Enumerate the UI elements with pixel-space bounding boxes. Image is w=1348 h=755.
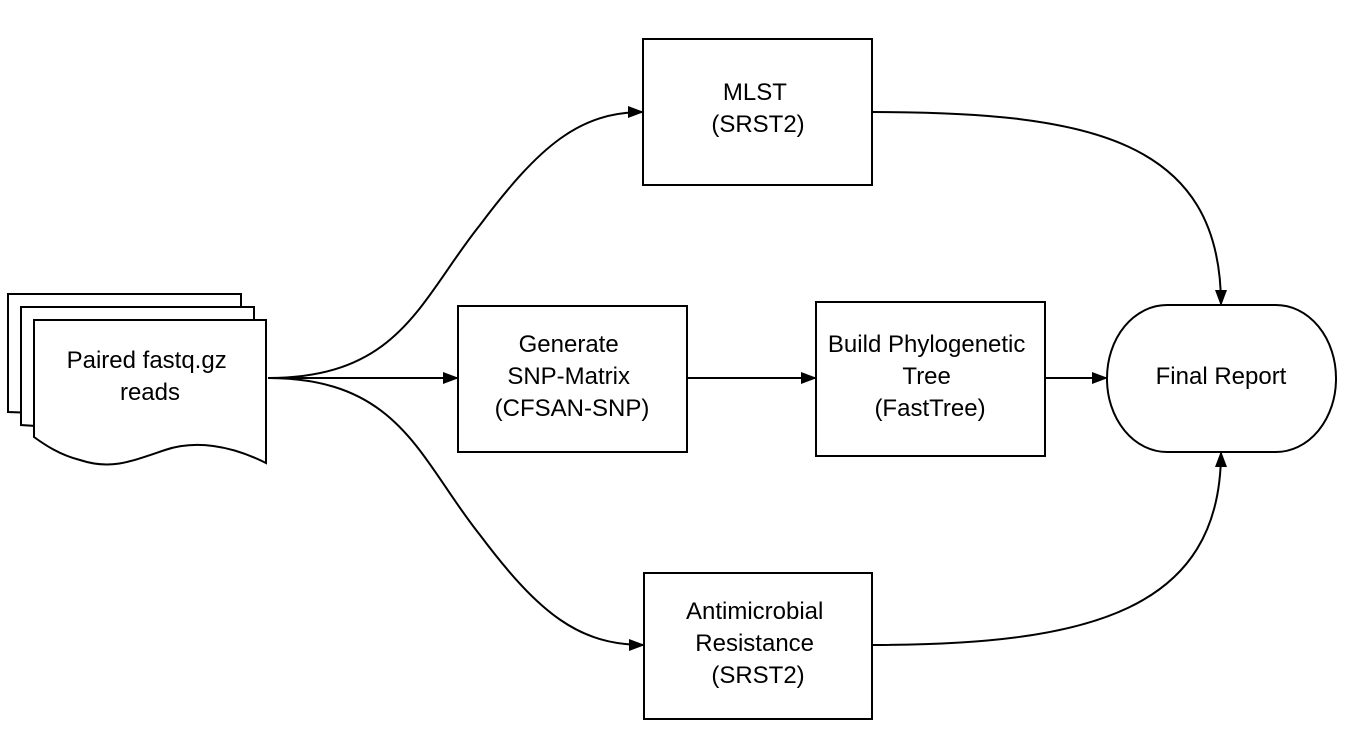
edges [267, 106, 1227, 651]
antimicrobial-resistance-label: Antimicrobial Resistance (SRST2) [686, 598, 830, 689]
input-label-line-1: Paired fastq.gz [67, 347, 227, 374]
phylogenetic-tree-label: Build Phylogenetic Tree (FastTree) [828, 331, 1032, 422]
antimicrobial-resistance-node [643, 572, 873, 720]
document-front-sheet [33, 319, 267, 466]
input-label-line-2: reads [120, 379, 180, 406]
snp-label-line-1: Generate [519, 331, 619, 358]
snp-label-line-3: (CFSAN-SNP) [495, 395, 650, 422]
mlst-label-line-2: (SRST2) [711, 111, 804, 138]
final-report-label: Final Report [1156, 363, 1287, 390]
tree-label-line-3: (FastTree) [874, 395, 985, 422]
mlst-label-line-1: MLST [723, 79, 787, 106]
input-label: Paired fastq.gz reads [67, 347, 234, 406]
report-label-line-1: Final Report [1156, 363, 1287, 390]
snp-label-line-2: SNP-Matrix [507, 363, 630, 390]
snp-matrix-node [457, 305, 688, 453]
amr-label-line-2: Resistance [695, 630, 814, 657]
edge-input-to-mlst [267, 106, 644, 379]
edge-input-to-amr [267, 377, 645, 651]
input-documents-node [7, 293, 267, 466]
edge-mlst-to-report [871, 111, 1227, 306]
tree-label-line-1: Build Phylogenetic [828, 331, 1025, 358]
amr-label-line-3: (SRST2) [711, 662, 804, 689]
snp-matrix-label: Generate SNP-Matrix (CFSAN-SNP) [495, 331, 650, 422]
mlst-label: MLST (SRST2) [711, 79, 804, 138]
amr-label-line-1: Antimicrobial [686, 598, 823, 625]
tree-label-line-2: Tree [902, 363, 950, 390]
mlst-node [642, 38, 873, 186]
phylogenetic-tree-node [815, 301, 1046, 457]
final-report-node [1106, 304, 1337, 453]
edge-amr-to-report [871, 451, 1227, 646]
